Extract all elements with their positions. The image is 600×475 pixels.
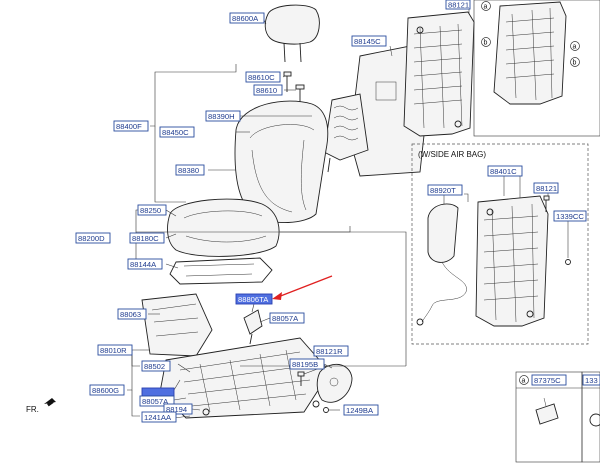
label-88145C[interactable]: 88145C [351,35,387,47]
svg-text:88610C: 88610C [248,73,275,82]
svg-text:88600G: 88600G [92,386,119,395]
svg-text:88250: 88250 [140,206,161,215]
grommet-part [589,413,600,427]
label-88600A[interactable]: 88600A [229,12,265,24]
label-88195B[interactable]: 88195B [289,358,325,370]
svg-text:a: a [522,378,526,385]
svg-text:88121: 88121 [448,1,469,10]
svg-text:88057A: 88057A [272,314,299,323]
svg-text:88502: 88502 [144,362,165,371]
callout-circle-a-2: a [570,41,580,51]
svg-text:1241AA: 1241AA [144,413,172,422]
svg-text:88144A: 88144A [130,260,157,269]
label-88250[interactable]: 88250 [137,204,167,216]
label-88401C[interactable]: 88401C [487,165,523,177]
svg-text:88920T: 88920T [430,186,456,195]
airbag-back-frame-part [475,195,549,327]
back-frame-detail-part [493,1,567,105]
svg-text:1249BA: 1249BA [346,406,374,415]
svg-text:88610: 88610 [256,86,277,95]
label-88121-airbag[interactable]: 88121 [533,182,559,194]
svg-text:88401C: 88401C [490,167,517,176]
cushion-frame-part [141,293,331,419]
svg-text:88200D: 88200D [78,234,105,243]
svg-text:88145C: 88145C [354,37,381,46]
label-88600G[interactable]: 88600G [89,384,125,396]
label-88200D[interactable]: 88200D [75,232,111,244]
svg-text:88600A: 88600A [232,14,259,23]
screw-part [323,407,329,413]
label-88121R[interactable]: 88121R [313,345,349,357]
seat-belt-bracket-part [243,309,263,345]
svg-text:88194: 88194 [166,405,187,414]
svg-text:88380: 88380 [178,166,199,175]
svg-text:88121R: 88121R [316,347,343,356]
callout-circle-b-2: b [570,57,580,67]
label-88920T[interactable]: 88920T [427,184,463,196]
svg-text:133: 133 [585,376,598,385]
front-label: FR. [26,405,39,414]
label-88450C[interactable]: 88450C [159,126,195,138]
svg-text:88400F: 88400F [116,122,142,131]
front-direction-indicator: FR. [26,398,56,414]
svg-text:b: b [573,60,577,67]
svg-text:88121: 88121 [536,184,557,193]
label-88194[interactable]: 88194 [163,403,193,415]
svg-text:88195B: 88195B [292,360,318,369]
label-88390H[interactable]: 88390H [205,110,241,122]
label-88610[interactable]: 88610 [253,84,283,96]
highlight-arrow [272,275,333,300]
label-88010R[interactable]: 88010R [97,344,133,356]
label-88063[interactable]: 88063 [117,308,147,320]
label-1249BA[interactable]: 1249BA [343,404,379,416]
cushion-covering-part [167,198,280,257]
label-88380[interactable]: 88380 [175,164,205,176]
svg-text:88180C: 88180C [132,234,159,243]
svg-text:88057A: 88057A [142,397,169,406]
label-88806TA[interactable]: 88806TA [235,293,273,305]
svg-text:87375C: 87375C [534,376,561,385]
guide-pin-part [283,71,292,92]
clip-part [535,397,559,425]
label-88610C[interactable]: 88610C [245,71,281,83]
headrest-part [264,4,320,63]
side-shield-part [316,363,353,403]
svg-text:88390H: 88390H [208,112,235,121]
svg-text:a: a [573,44,577,51]
airbag-module-part [416,203,467,326]
airbag-variant-title: (W/SIDE AIR BAG) [418,150,486,159]
label-88057A-upper[interactable]: 88057A [269,312,305,324]
svg-text:88063: 88063 [120,310,141,319]
label-87375C[interactable]: 87375C [531,374,567,386]
label-88121-top[interactable]: 88121 [445,0,471,10]
label-1241AA[interactable]: 1241AA [141,411,177,423]
label-88180C[interactable]: 88180C [129,232,165,244]
label-88400F[interactable]: 88400F [113,120,149,132]
callout-circle-a: a [481,1,491,11]
svg-text:1339CC: 1339CC [556,212,584,221]
legend-circle-a: a [519,375,529,385]
label-highlighted-small[interactable] [141,387,175,397]
svg-text:88806TA: 88806TA [238,295,269,304]
svg-text:a: a [484,4,488,11]
callout-circle-b: b [481,37,491,47]
airbag-bolt-part [543,195,550,212]
label-1339CC[interactable]: 1339CC [553,210,587,222]
svg-text:b: b [484,40,488,47]
label-88144A[interactable]: 88144A [127,258,163,270]
label-133-partial[interactable]: 133 [582,374,600,386]
svg-text:88010R: 88010R [100,346,127,355]
cushion-mat-part [169,257,273,285]
back-frame-part [403,11,475,137]
svg-text:88450C: 88450C [162,128,189,137]
airbag-nut-part [565,259,571,265]
label-88057A-lower[interactable]: 88057A [139,395,175,407]
guide-pin-lock-part [295,84,305,103]
label-88502[interactable]: 88502 [141,360,171,372]
